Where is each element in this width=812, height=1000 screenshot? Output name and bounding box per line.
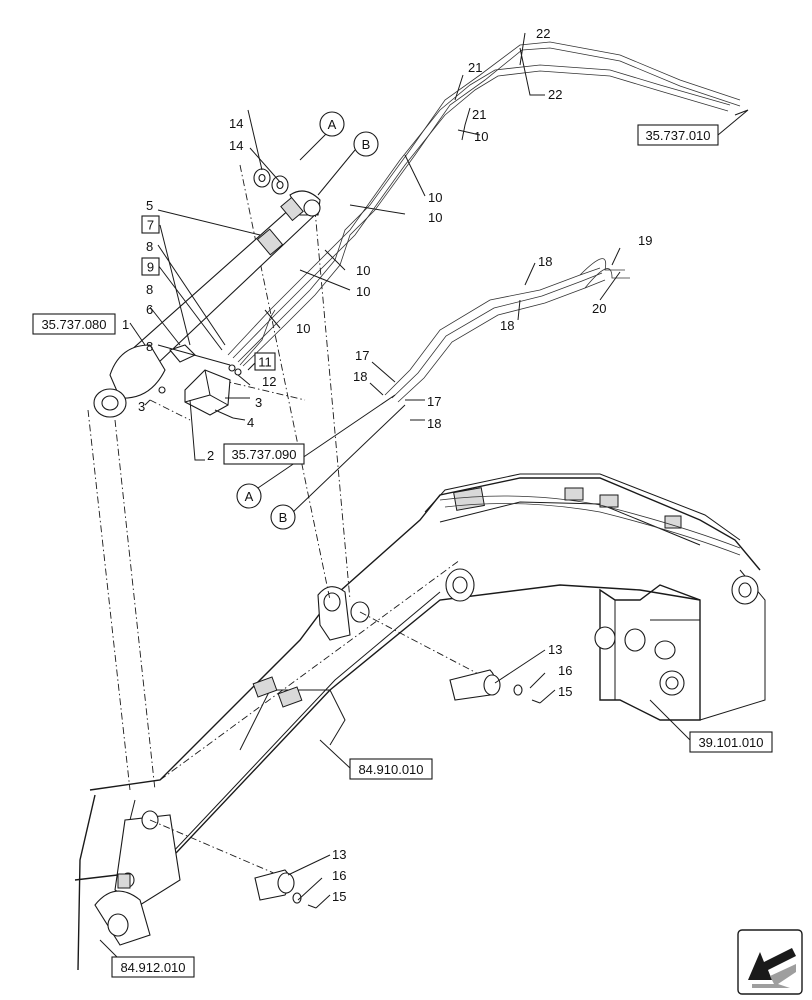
callout-10: 10 (356, 263, 370, 278)
reference-box-39101010[interactable]: 39.101.010 (689, 731, 773, 753)
callout-12: 12 (262, 374, 276, 389)
callout-21: 21 (472, 107, 486, 122)
connector-b-bottom: B (270, 504, 296, 530)
reference-label: 84.912.010 (120, 960, 185, 975)
reference-box-35737090[interactable]: 35.737.090 (223, 443, 305, 465)
hose-lines (227, 41, 741, 514)
pin-assemblies (254, 669, 541, 909)
connector-a-label: A (245, 489, 254, 504)
callout-18: 18 (353, 369, 367, 384)
callout-15: 15 (332, 889, 346, 904)
callout-6: 6 (146, 302, 153, 317)
boxed-item-11-label: 11 (258, 355, 272, 370)
callout-10: 10 (428, 210, 442, 225)
callout-10: 10 (296, 321, 310, 336)
connector-a-label: A (328, 117, 337, 132)
reference-box-84912010[interactable]: 84.912.010 (111, 956, 195, 978)
callout-4: 4 (247, 415, 254, 430)
alignment-lines (87, 164, 491, 881)
callout-13: 13 (548, 642, 562, 657)
boom-structure (74, 473, 766, 971)
callout-15: 15 (558, 684, 572, 699)
callout-8: 8 (146, 239, 153, 254)
callout-17: 17 (355, 348, 369, 363)
boxed-item-9: 9 (141, 257, 160, 276)
callout-18: 18 (538, 254, 552, 269)
callout-16: 16 (332, 868, 346, 883)
connector-a-top: A (319, 111, 345, 137)
callout-8: 8 (146, 282, 153, 297)
callout-21: 21 (468, 60, 482, 75)
leader-lines (99, 32, 749, 961)
callout-19: 19 (638, 233, 652, 248)
callout-17: 17 (427, 394, 441, 409)
callout-10: 10 (474, 129, 488, 144)
callout-numbers: 22 22 21 21 10 10 10 10 10 10 14 14 5 8 … (122, 26, 652, 904)
reference-label: 35.737.010 (645, 128, 710, 143)
callout-14: 14 (229, 138, 243, 153)
callout-14: 14 (229, 116, 243, 131)
boxed-item-7: 7 (141, 215, 160, 234)
callout-2: 2 (207, 448, 214, 463)
callout-1: 1 (122, 317, 129, 332)
callout-3: 3 (138, 399, 145, 414)
callout-20: 20 (592, 301, 606, 316)
connector-a-bottom: A (236, 483, 262, 509)
callout-10: 10 (428, 190, 442, 205)
reference-box-35737010[interactable]: 35.737.010 (637, 124, 719, 146)
callout-18: 18 (500, 318, 514, 333)
callout-10: 10 (356, 284, 370, 299)
arrow-bottom-left-icon[interactable] (737, 929, 803, 995)
callout-16: 16 (558, 663, 572, 678)
boxed-item-7-label: 7 (147, 218, 154, 233)
reference-box-84910010[interactable]: 84.910.010 (349, 758, 433, 780)
reference-label: 39.101.010 (698, 735, 763, 750)
reference-label: 35.737.080 (41, 317, 106, 332)
connector-b-label: B (279, 510, 288, 525)
callout-8: 8 (146, 339, 153, 354)
reference-box-35737080[interactable]: 35.737.080 (32, 313, 116, 335)
callout-22: 22 (548, 87, 562, 102)
connector-b-top: B (353, 131, 379, 157)
callout-5: 5 (146, 198, 153, 213)
callout-13: 13 (332, 847, 346, 862)
callout-18: 18 (427, 416, 441, 431)
callout-3: 3 (255, 395, 262, 410)
hydraulic-cylinder (93, 168, 321, 419)
reference-label: 84.910.010 (358, 762, 423, 777)
connector-b-label: B (362, 137, 371, 152)
reference-label: 35.737.090 (231, 447, 296, 462)
boxed-item-9-label: 9 (147, 260, 154, 275)
callout-22: 22 (536, 26, 550, 41)
boxed-item-11: 11 (254, 352, 276, 371)
